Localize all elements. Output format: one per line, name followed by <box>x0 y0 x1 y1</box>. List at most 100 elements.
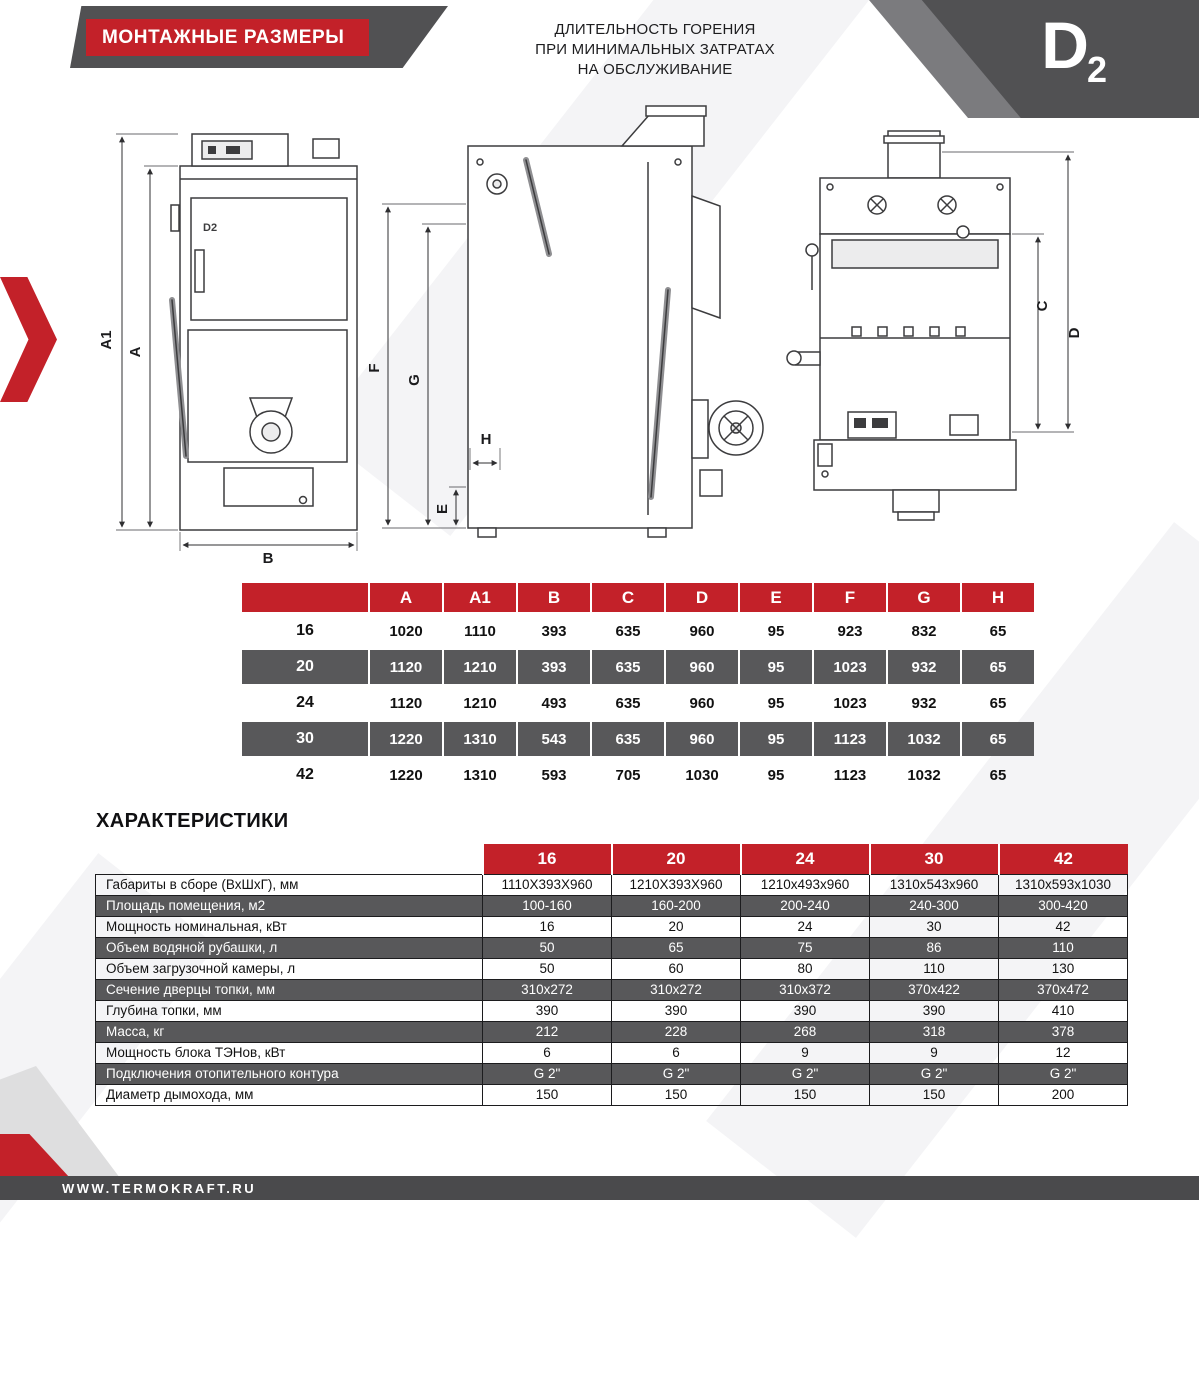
dim-cell: 393 <box>518 650 590 684</box>
dim-cell: 705 <box>615 766 641 784</box>
spec-header-blank <box>96 844 483 874</box>
dim-label-f: F <box>366 363 383 372</box>
dim-cell: 1023 <box>833 694 867 712</box>
spec-label: Площадь помещения, м2 <box>95 894 483 917</box>
dim-header-blank <box>242 583 368 612</box>
dim-model: 42 <box>296 766 314 783</box>
spec-cell: 100-160 <box>482 894 612 917</box>
spec-cell: 150 <box>482 1083 612 1106</box>
dim-cell: 95 <box>740 650 812 684</box>
spec-cell: 160-200 <box>611 894 741 917</box>
spec-cell: 6 <box>611 1041 741 1064</box>
dim-cell: 960 <box>689 694 715 712</box>
spec-label: Подключения отопительного контура <box>95 1062 483 1085</box>
dim-header-col: A <box>370 583 442 612</box>
spec-header-model: 42 <box>997 844 1128 874</box>
dim-row-20: 20 1120 1210 393 635 960 95 1023 932 65 <box>242 650 1034 684</box>
spec-cell: G 2" <box>869 1062 999 1085</box>
dim-cell: 1210 <box>444 650 516 684</box>
spec-cell: 75 <box>740 936 870 959</box>
footer-bar: WWW.TERMOKRAFT.RU <box>0 1176 1199 1200</box>
spec-cell: 1110Х393Х960 <box>482 873 612 896</box>
footer-url: WWW.TERMOKRAFT.RU <box>62 1180 257 1196</box>
dim-cell: 1032 <box>888 722 960 756</box>
dim-label-a1: A1 <box>98 330 115 349</box>
spec-cell: 42 <box>998 915 1128 938</box>
spec-cell: 150 <box>740 1083 870 1106</box>
front-view-drawing: D2 A1 A B <box>98 133 358 567</box>
spec-cell: 12 <box>998 1041 1128 1064</box>
spec-label: Глубина топки, мм <box>95 999 483 1022</box>
specs-table: 16 20 24 30 42 Габариты в сборе (ВхШхГ),… <box>95 844 1128 1106</box>
spec-label: Мощность блока ТЭНов, кВт <box>95 1041 483 1064</box>
dim-label-d: D <box>1066 327 1083 338</box>
dim-cell: 1023 <box>814 650 886 684</box>
side-view-drawing: F G H E <box>366 105 764 538</box>
dim-cell: 635 <box>615 694 641 712</box>
brand-logo-index: 2 <box>1086 49 1107 90</box>
spec-cell: 150 <box>611 1083 741 1106</box>
spec-row: Глубина топки, мм 390 390 390 390 410 <box>95 999 1128 1022</box>
spec-cell: 110 <box>869 957 999 980</box>
spec-cell: 150 <box>869 1083 999 1106</box>
dim-cell: 1310 <box>463 766 497 784</box>
dim-cell: 1310 <box>444 722 516 756</box>
dim-header-row: A A1 B C D E F G H <box>242 583 1034 612</box>
dim-header-col: F <box>814 583 886 612</box>
spec-cell: 200 <box>998 1083 1128 1106</box>
brand-logo-letter: D <box>1041 8 1089 82</box>
spec-cell: 212 <box>482 1020 612 1043</box>
dim-cell: 923 <box>837 622 863 640</box>
spec-label: Габариты в сборе (ВхШхГ), мм <box>95 873 483 896</box>
spec-cell: 268 <box>740 1020 870 1043</box>
spec-label: Диаметр дымохода, мм <box>95 1083 483 1106</box>
spec-cell: 16 <box>482 915 612 938</box>
dim-model: 24 <box>296 694 314 711</box>
spec-cell: 318 <box>869 1020 999 1043</box>
spec-row: Площадь помещения, м2 100-160 160-200 20… <box>95 894 1128 917</box>
spec-row: Подключения отопительного контура G 2" G… <box>95 1062 1128 1085</box>
dim-cell: 1030 <box>685 766 719 784</box>
dim-header-col: C <box>592 583 664 612</box>
spec-cell: 200-240 <box>740 894 870 917</box>
spec-cell: 390 <box>482 999 612 1022</box>
dim-row-42: 42 1220 1310 593 705 1030 95 1123 1032 6… <box>242 758 1034 792</box>
spec-cell: 310х372 <box>740 978 870 1001</box>
dim-cell: 65 <box>989 766 1007 784</box>
back-view-drawing: C D <box>786 130 1083 521</box>
spec-cell: 110 <box>998 936 1128 959</box>
dim-cell: 65 <box>962 650 1034 684</box>
dim-header-col: E <box>740 583 812 612</box>
subtitle-line: НА ОБСЛУЖИВАНИЕ <box>577 60 733 78</box>
spec-cell: 1210Х393Х960 <box>611 873 741 896</box>
dim-label-g: G <box>406 374 423 386</box>
header-subtitle: ДЛИТЕЛЬНОСТЬ ГОРЕНИЯ ПРИ МИНИМАЛЬНЫХ ЗАТ… <box>440 20 870 79</box>
dim-cell: 832 <box>911 622 937 640</box>
dim-cell: 960 <box>689 622 715 640</box>
spec-cell: 390 <box>869 999 999 1022</box>
dim-cell: 95 <box>767 694 785 712</box>
spec-cell: G 2" <box>611 1062 741 1085</box>
spec-cell: G 2" <box>740 1062 870 1085</box>
spec-label: Сечение дверцы топки, мм <box>95 978 483 1001</box>
spec-cell: 60 <box>611 957 741 980</box>
dim-cell: 95 <box>767 622 785 640</box>
spec-cell: 20 <box>611 915 741 938</box>
brand-logo: D2 <box>1041 12 1109 88</box>
spec-cell: 1310х543х960 <box>869 873 999 896</box>
spec-row: Мощность номинальная, кВт 16 20 24 30 42 <box>95 915 1128 938</box>
technical-drawings: D2 A1 A B <box>98 105 1083 567</box>
dim-row-30: 30 1220 1310 543 635 960 95 1123 1032 65 <box>242 722 1034 756</box>
dim-cell: 543 <box>518 722 590 756</box>
dim-cell: 932 <box>888 650 960 684</box>
dim-cell: 65 <box>989 622 1007 640</box>
spec-label: Объем загрузочной камеры, л <box>95 957 483 980</box>
front-panel-mark: D2 <box>203 222 217 234</box>
spec-cell: 228 <box>611 1020 741 1043</box>
spec-row: Габариты в сборе (ВхШхГ), мм 1110Х393Х96… <box>95 873 1128 896</box>
spec-row: Объем загрузочной камеры, л 50 60 80 110… <box>95 957 1128 980</box>
dimensions-table: A A1 B C D E F G H 16 1020 1110 393 635 … <box>240 581 1036 794</box>
spec-cell: 240-300 <box>869 894 999 917</box>
dim-cell: 932 <box>911 694 937 712</box>
dim-cell: 1220 <box>370 722 442 756</box>
